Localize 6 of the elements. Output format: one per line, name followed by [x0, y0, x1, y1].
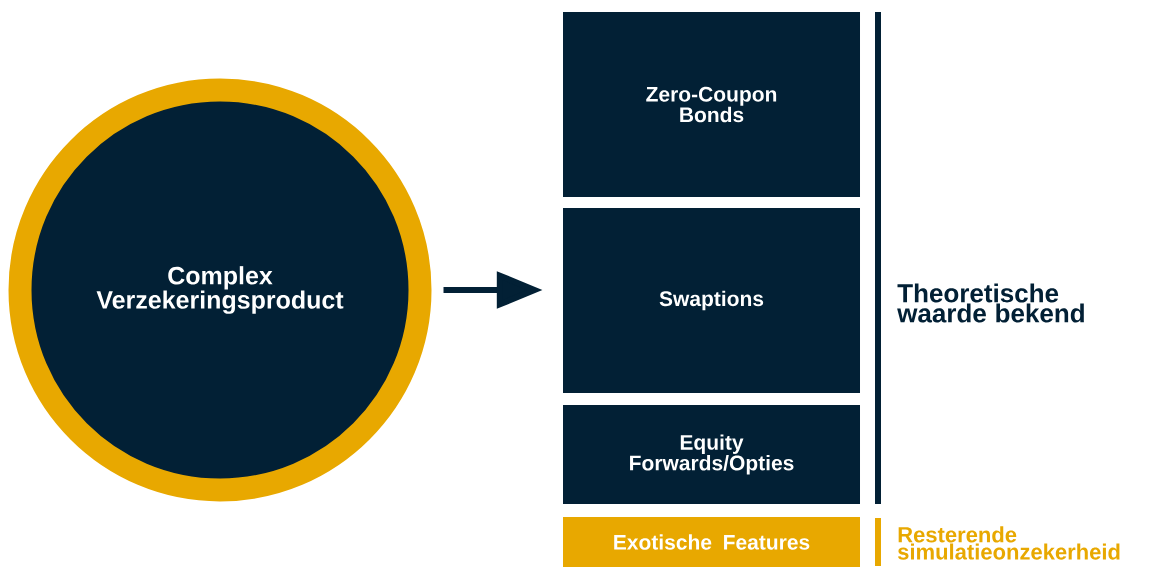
side-label: Theoretische waarde bekend: [897, 283, 1084, 323]
side-label: Resterende simulatieonzekerheid: [898, 526, 1120, 560]
box: Swaptions: [563, 208, 860, 393]
box: Zero-Coupon Bonds: [563, 12, 860, 197]
highlight-box: Exotische Features: [563, 517, 860, 567]
box: Equity Forwards/Opties: [563, 405, 860, 504]
